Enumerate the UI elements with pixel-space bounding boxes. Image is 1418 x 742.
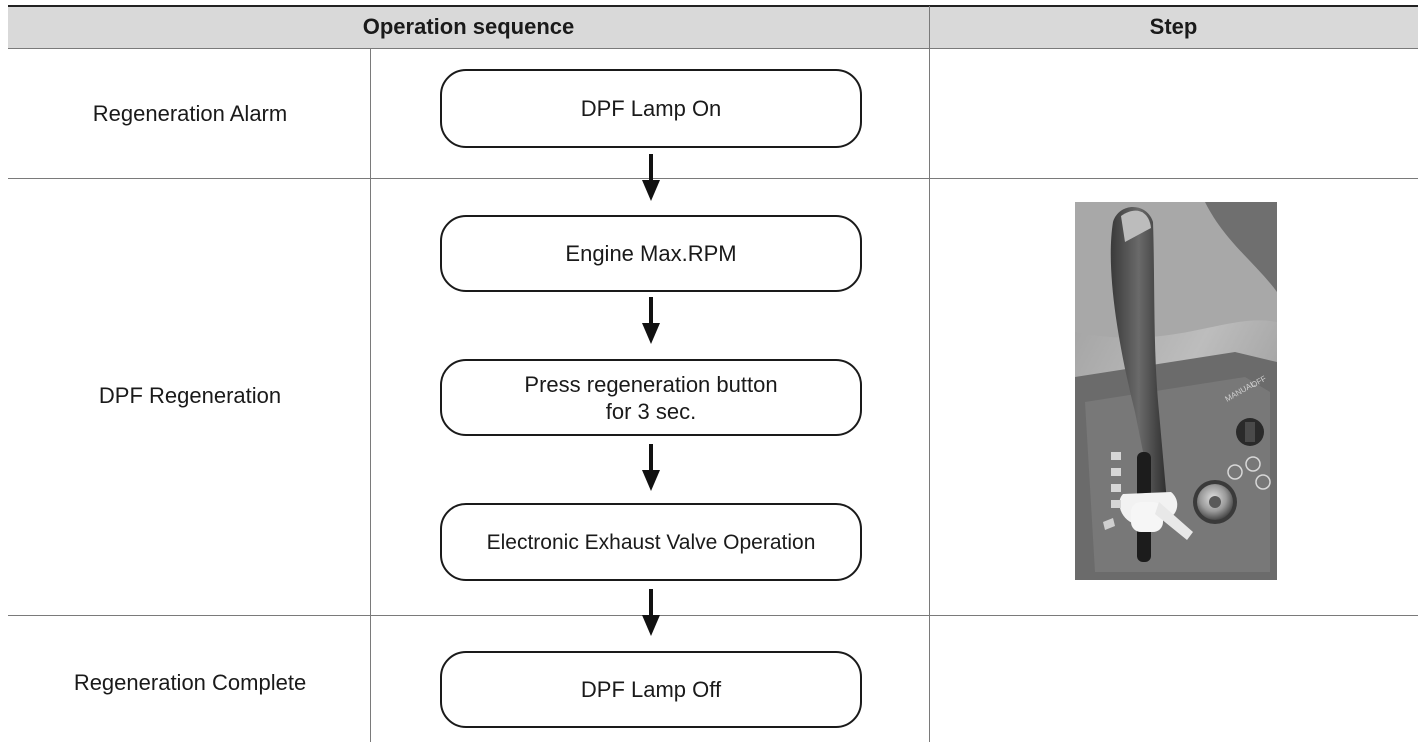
- regeneration-switch-photo: MANUAL OFF: [1075, 202, 1277, 580]
- flow-step-dpf-lamp-on: DPF Lamp On: [440, 69, 862, 148]
- down-arrow-icon: [642, 297, 660, 344]
- flow-step-text: DPF Lamp Off: [580, 677, 722, 702]
- header-bottom-rule: [8, 48, 1418, 49]
- row-label-dpf-regeneration: DPF Regeneration: [98, 383, 282, 408]
- header-sequence-cell: [8, 6, 929, 48]
- table-top-rule: [8, 5, 1418, 7]
- flow-step-exhaust-valve-operation: Electronic Exhaust Valve Operation: [440, 503, 862, 581]
- down-arrow-icon: [642, 589, 660, 636]
- flow-step-engine-max-rpm: Engine Max.RPM: [440, 215, 862, 292]
- step-column-divider: [929, 6, 930, 742]
- header-step-cell: [929, 6, 1418, 48]
- flow-step-text: Engine Max.RPM: [565, 241, 737, 266]
- header-sequence-title: Operation sequence: [362, 14, 575, 39]
- row2-bottom-rule: [8, 615, 1418, 616]
- flow-step-text: Press regeneration button for 3 sec.: [524, 371, 778, 424]
- flow-step-text: Electronic Exhaust Valve Operation: [486, 530, 816, 554]
- down-arrow-icon: [642, 154, 660, 201]
- down-arrow-icon: [642, 444, 660, 491]
- flow-step-press-regeneration-button: Press regeneration button for 3 sec.: [440, 359, 862, 436]
- header-step-title: Step: [1149, 14, 1198, 39]
- flow-step-text: DPF Lamp On: [580, 96, 722, 121]
- flow-step-dpf-lamp-off: DPF Lamp Off: [440, 651, 862, 728]
- row-label-regeneration-complete: Regeneration Complete: [73, 670, 307, 695]
- label-column-divider: [370, 48, 371, 742]
- row-label-regeneration-alarm: Regeneration Alarm: [92, 101, 288, 126]
- row1-bottom-rule: [8, 178, 1418, 179]
